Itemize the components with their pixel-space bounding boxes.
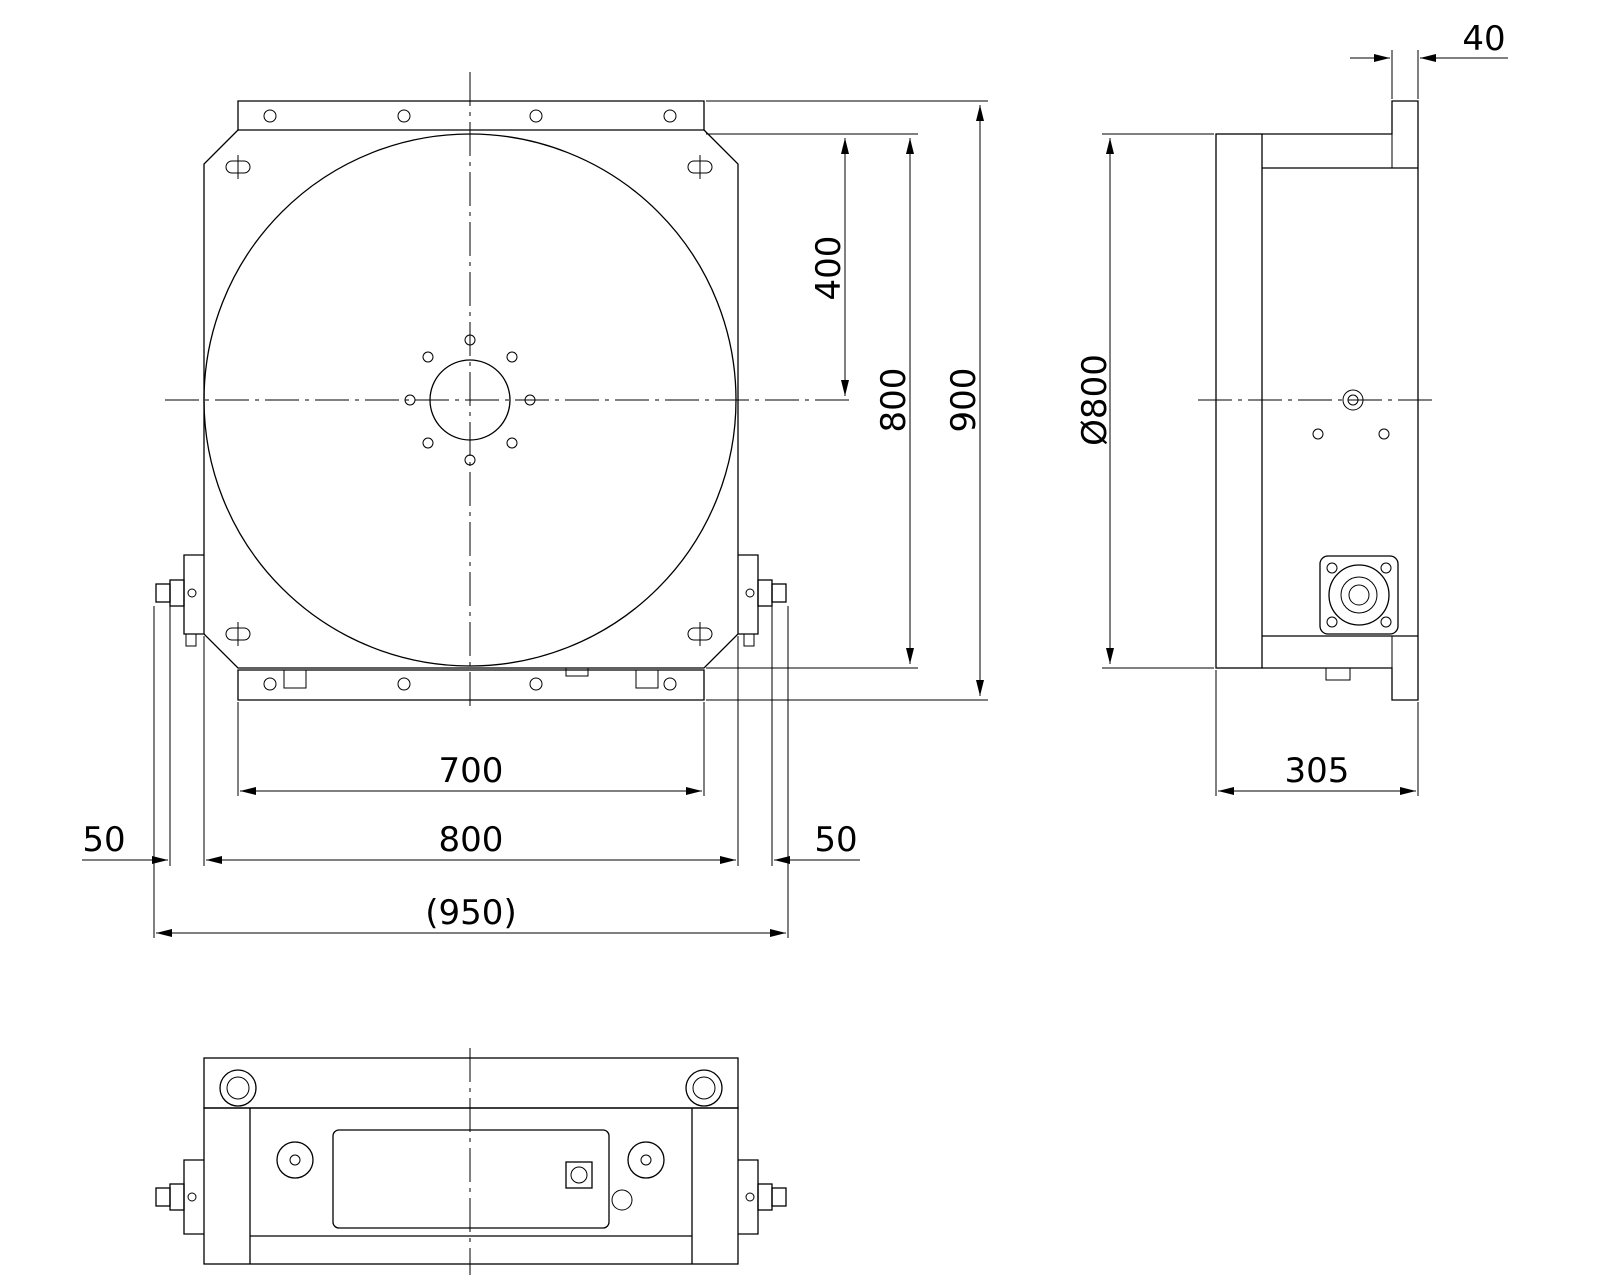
dim-800-height: 800 [874, 368, 914, 433]
bottom-view [155, 1048, 787, 1275]
dim-800-width: 800 [439, 820, 504, 860]
dim-40: 40 [1462, 19, 1505, 59]
dim-950: (950) [425, 893, 516, 933]
dim-diameter-800: Ø800 [1075, 354, 1115, 446]
dim-900: 900 [944, 368, 984, 433]
dim-400: 400 [809, 236, 849, 301]
front-dimensions: 700 800 50 50 (950) 400 800 900 [82, 100, 988, 938]
dim-50-right: 50 [814, 820, 857, 860]
dim-305: 305 [1285, 751, 1350, 791]
dim-700: 700 [439, 751, 504, 791]
front-view [155, 72, 850, 712]
side-dimensions: Ø800 305 40 [1075, 19, 1508, 796]
dim-50-left: 50 [82, 820, 125, 860]
side-view [1198, 100, 1438, 701]
